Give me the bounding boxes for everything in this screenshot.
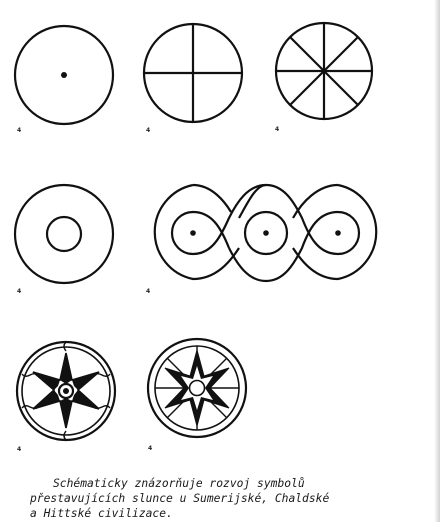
figure-number: 4 (275, 126, 279, 133)
interlaced-spiral-chain-symbol (155, 185, 377, 281)
figure-caption: Schématicky znázorňuje rozvoj symbolů př… (30, 476, 440, 521)
figure-number: 4 (146, 288, 150, 295)
figure-number: 4 (17, 446, 21, 453)
caption-line-2: přestavujících slunce u Sumerijské, Chal… (30, 491, 440, 506)
concentric-circles-symbol (15, 185, 113, 283)
eight-point-star-wheel-symbol (148, 339, 246, 437)
circle-cross-symbol (144, 24, 242, 122)
figure-number: 4 (17, 127, 21, 134)
wavy-ray-star-symbol (17, 342, 115, 440)
circle-dot-symbol (15, 26, 113, 124)
circle-eight-spoke-symbol (276, 23, 372, 119)
figure-number: 4 (17, 288, 21, 295)
page-edge-shadow (434, 0, 440, 522)
caption-line-1: Schématicky znázorňuje rozvoj symbolů (53, 476, 440, 491)
figure-number: 4 (148, 445, 152, 452)
figure-number: 4 (146, 127, 150, 134)
caption-line-3: a Hittské civilizace. (30, 506, 440, 521)
